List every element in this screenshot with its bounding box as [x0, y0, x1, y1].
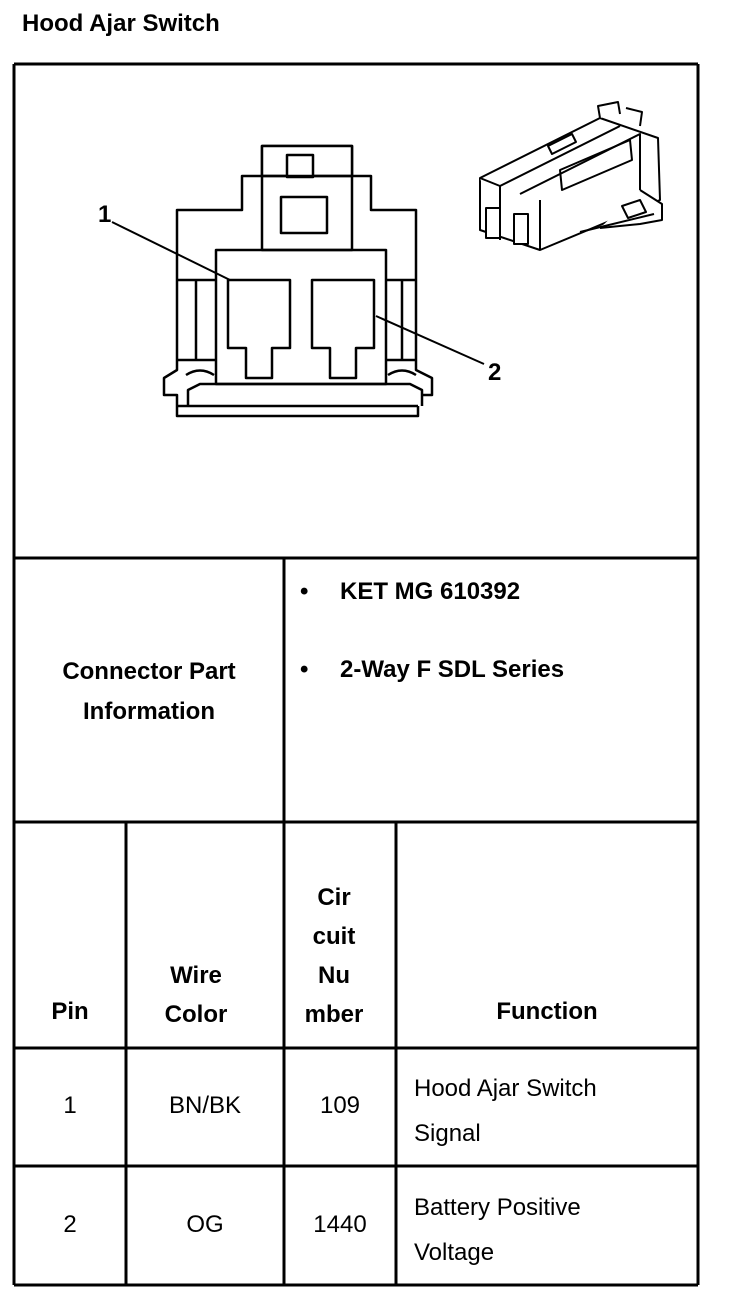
bullet-icon: •: [300, 578, 309, 605]
header-pin: Pin: [51, 998, 89, 1025]
header-function: Function: [496, 998, 598, 1025]
row-1-function: Hood Ajar Switch Signal: [414, 1075, 597, 1147]
pin-1-callout: 1: [98, 201, 111, 228]
connector-part-info-label: Connector Part Information: [62, 658, 236, 725]
connector-part-number: KET MG 610392: [340, 578, 521, 605]
leader-lines: [111, 221, 485, 365]
page-title: Hood Ajar Switch: [22, 10, 220, 37]
header-wire-color: Wire Color: [164, 962, 228, 1028]
row-1-pin: 1: [63, 1092, 77, 1119]
row-1-circuit: 109: [319, 1092, 361, 1119]
bullet-icon: •: [300, 656, 309, 683]
connector-isometric-view: [479, 101, 663, 251]
connector-series: 2-Way F SDL Series: [340, 656, 565, 683]
row-2-function: Battery Positive Voltage: [414, 1194, 581, 1266]
row-2-circuit: 1440: [313, 1211, 367, 1238]
header-circuit-number: Cir cuit Nu mber: [304, 884, 364, 1028]
row-1-wire-color: BN/BK: [168, 1092, 242, 1119]
row-2-pin: 2: [63, 1211, 77, 1238]
pin-2-callout: 2: [488, 359, 501, 386]
row-2-wire-color: OG: [186, 1211, 224, 1238]
table-grid: [12, 62, 700, 1287]
connector-front-view: [162, 144, 434, 418]
